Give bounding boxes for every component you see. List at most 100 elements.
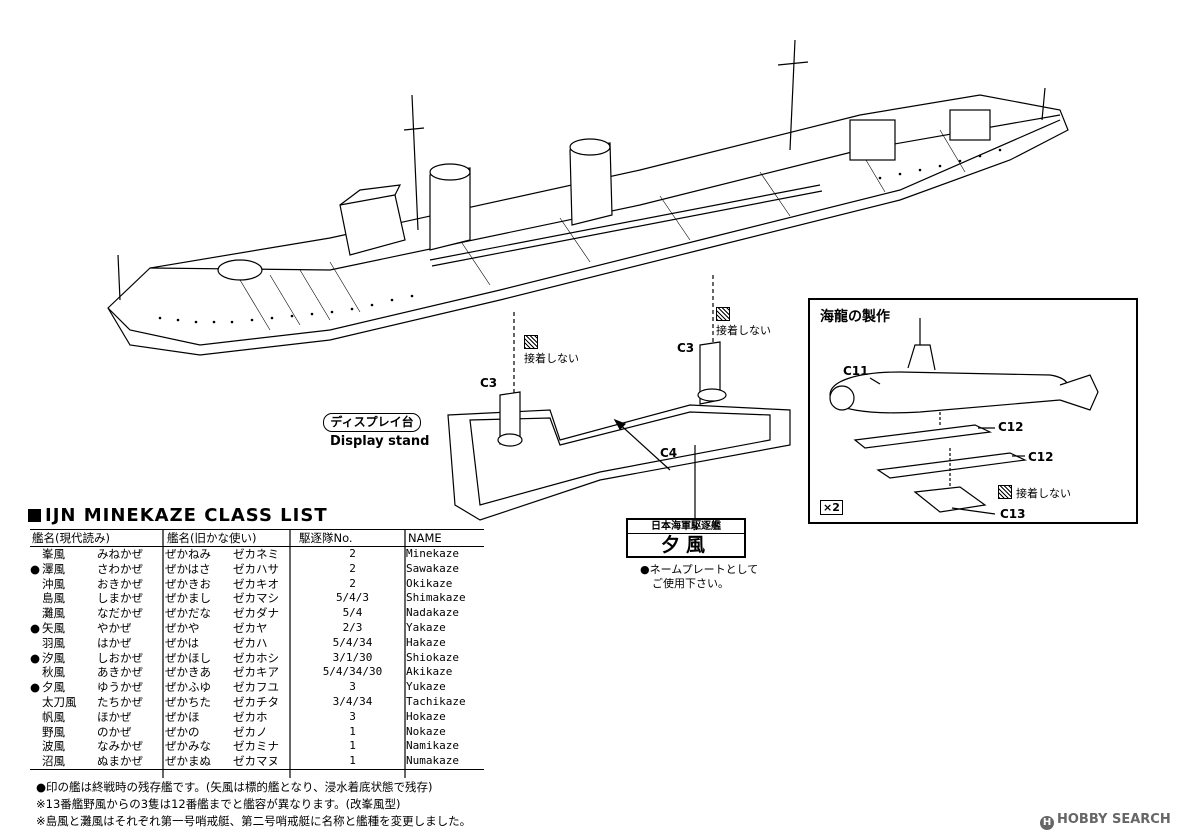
ship-kanji: 羽風	[42, 635, 65, 650]
no-glue-text: 接着しない	[524, 352, 579, 365]
ship-kanji: 沖風	[42, 576, 65, 591]
ship-modern-reading: しまかぜ	[97, 591, 143, 606]
table-header-row: 艦名(現代読み) 艦名(旧かな使い) 駆逐隊No. NAME	[30, 529, 484, 547]
ship-old-katakana: ゼカホシ	[233, 650, 279, 665]
footnote-3: ※島風と灘風はそれぞれ第一号哨戒艇、第二号哨戒艇に名称と艦種を変更しました。	[36, 814, 472, 828]
ship-kanji: 秋風	[42, 665, 65, 680]
cell-name: Nokaze	[406, 724, 446, 738]
cell-name: Yukaze	[406, 680, 446, 694]
ship-old-katakana: ゼカフユ	[233, 680, 279, 695]
ship-old-hiragana: ぜかみな	[165, 739, 211, 754]
cell-old-name: ぜかのゼカノ	[165, 725, 291, 740]
ship-old-katakana: ゼカキア	[233, 665, 279, 680]
header-division: 駆逐隊No.	[291, 529, 406, 547]
part-label-c12-a: C12	[998, 420, 1024, 434]
ship-kanji: 帆風	[42, 709, 65, 724]
cell-division: 3/4/34	[332, 694, 373, 708]
cell-name: Sawakaze	[406, 561, 459, 575]
ship-old-hiragana: ぜかまし	[165, 591, 211, 606]
watermark-text: HOBBY SEARCH	[1057, 812, 1171, 827]
kairyu-title: 海龍の製作	[820, 309, 890, 325]
cell-modern-name: 沼風ぬまかぜ	[30, 754, 165, 770]
nameplate-line2: 夕風	[660, 534, 711, 556]
cell-modern-name: ●矢風やかぜ	[30, 621, 165, 636]
ship-modern-reading: しおかぜ	[97, 650, 143, 665]
nameplate-line1: 日本海軍駆逐艦	[628, 520, 744, 534]
footnote-2: ※13番艦野風からの3隻は12番艦までと艦容が異なります。(改峯風型)	[36, 797, 401, 811]
ship-old-katakana: ゼカネミ	[233, 547, 279, 561]
ship-kanji: 野風	[42, 724, 65, 739]
cell-old-name: ぜかましゼカマシ	[165, 591, 291, 606]
cell-name: Numakaze	[406, 754, 484, 770]
ship-old-hiragana: ぜかはさ	[165, 561, 211, 576]
ship-kanji: 沼風	[42, 754, 65, 769]
ship-old-hiragana: ぜかふゆ	[165, 680, 211, 695]
part-label-c3-left: C3	[480, 376, 498, 390]
ship-kanji: 夕風	[42, 680, 65, 695]
part-label-c3-right: C3	[677, 341, 695, 355]
ship-modern-reading: ほかぜ	[97, 709, 132, 724]
part-label-c11: C11	[843, 364, 869, 378]
ship-modern-reading: たちかぜ	[97, 694, 143, 709]
cell-name: Nadakaze	[406, 606, 459, 620]
cell-name: Okikaze	[406, 576, 453, 590]
no-glue-note-3: 接着しない	[998, 485, 1071, 501]
watermark-logo-icon: H	[1040, 816, 1054, 830]
cell-old-name: ぜかはさゼカハサ	[165, 562, 291, 577]
cell-division: 2/3	[342, 620, 363, 634]
ship-old-katakana: ゼカキオ	[233, 576, 279, 591]
ship-old-hiragana: ぜかきお	[165, 576, 211, 591]
ship-modern-reading: なだかぜ	[97, 606, 143, 621]
part-label-c13: C13	[1000, 507, 1026, 521]
cell-name: Namikaze	[406, 739, 459, 753]
cell-modern-name: ●夕風ゆうかぜ	[30, 680, 165, 695]
ship-modern-reading: やかぜ	[97, 620, 132, 635]
table-row: 灘風 なだかぜ ぜかだなゼカダナ 5/4 Nadakaze	[30, 606, 484, 621]
cell-modern-name: ●汐風しおかぜ	[30, 651, 165, 666]
ship-kanji: 波風	[42, 739, 65, 754]
cell-old-name: ぜかまぬゼカマヌ	[165, 754, 291, 770]
kairyu-multiplier: ×2	[820, 500, 843, 515]
cell-old-name: ぜかみなゼカミナ	[165, 739, 291, 754]
ship-old-hiragana: ぜかは	[165, 635, 200, 650]
ship-kanji: 峯風	[42, 547, 65, 561]
no-glue-icon	[998, 485, 1012, 499]
cell-division: 2	[349, 547, 356, 560]
cell-old-name: ぜかだなゼカダナ	[165, 606, 291, 621]
display-stand-en-label: Display stand	[330, 434, 430, 449]
cell-division: 1	[349, 739, 356, 753]
table-row: 波風なみかぜぜかみなゼカミナ 1 Namikaze	[30, 739, 484, 754]
display-stand-jp-label: ディスプレイ台	[323, 413, 421, 432]
ship-old-hiragana: ぜかちた	[165, 694, 211, 709]
header-modern-name: 艦名(現代読み)	[30, 529, 165, 547]
ship-old-hiragana: ぜかねみ	[165, 547, 211, 561]
cell-division: 1	[291, 754, 406, 770]
cell-division: 5/4	[342, 606, 363, 620]
ship-old-hiragana: ぜかほし	[165, 650, 211, 665]
ship-kanji: 灘風	[42, 606, 65, 621]
ship-modern-reading: ゆうかぜ	[97, 680, 143, 695]
no-glue-icon	[524, 335, 538, 349]
cell-modern-name: 波風なみかぜ	[30, 739, 165, 754]
footnote-1: ●印の艦は終戦時の残存艦です。(矢風は標的艦となり、浸水着底状態で残存)	[36, 780, 433, 794]
cell-modern-name: 島風しまかぜ	[30, 591, 165, 606]
ship-modern-reading: のかぜ	[97, 724, 132, 739]
cell-division: 2	[349, 576, 356, 590]
surviving-mark: ●	[30, 561, 41, 576]
surviving-mark: ●	[30, 650, 41, 665]
cell-modern-name: 灘風 なだかぜ	[30, 606, 165, 621]
ship-kanji: 澤風	[42, 561, 65, 576]
part-label-c12-b: C12	[1028, 450, 1054, 464]
cell-name: Shimakaze	[406, 591, 466, 605]
cell-name: Hakaze	[406, 635, 446, 649]
nameplate-note-1: ●ネームプレートとして	[640, 563, 759, 576]
cell-old-name: ぜかほし ゼカホシ	[165, 651, 291, 666]
cell-name: Minekaze	[406, 547, 459, 560]
ship-old-katakana: ゼカチタ	[233, 694, 279, 709]
